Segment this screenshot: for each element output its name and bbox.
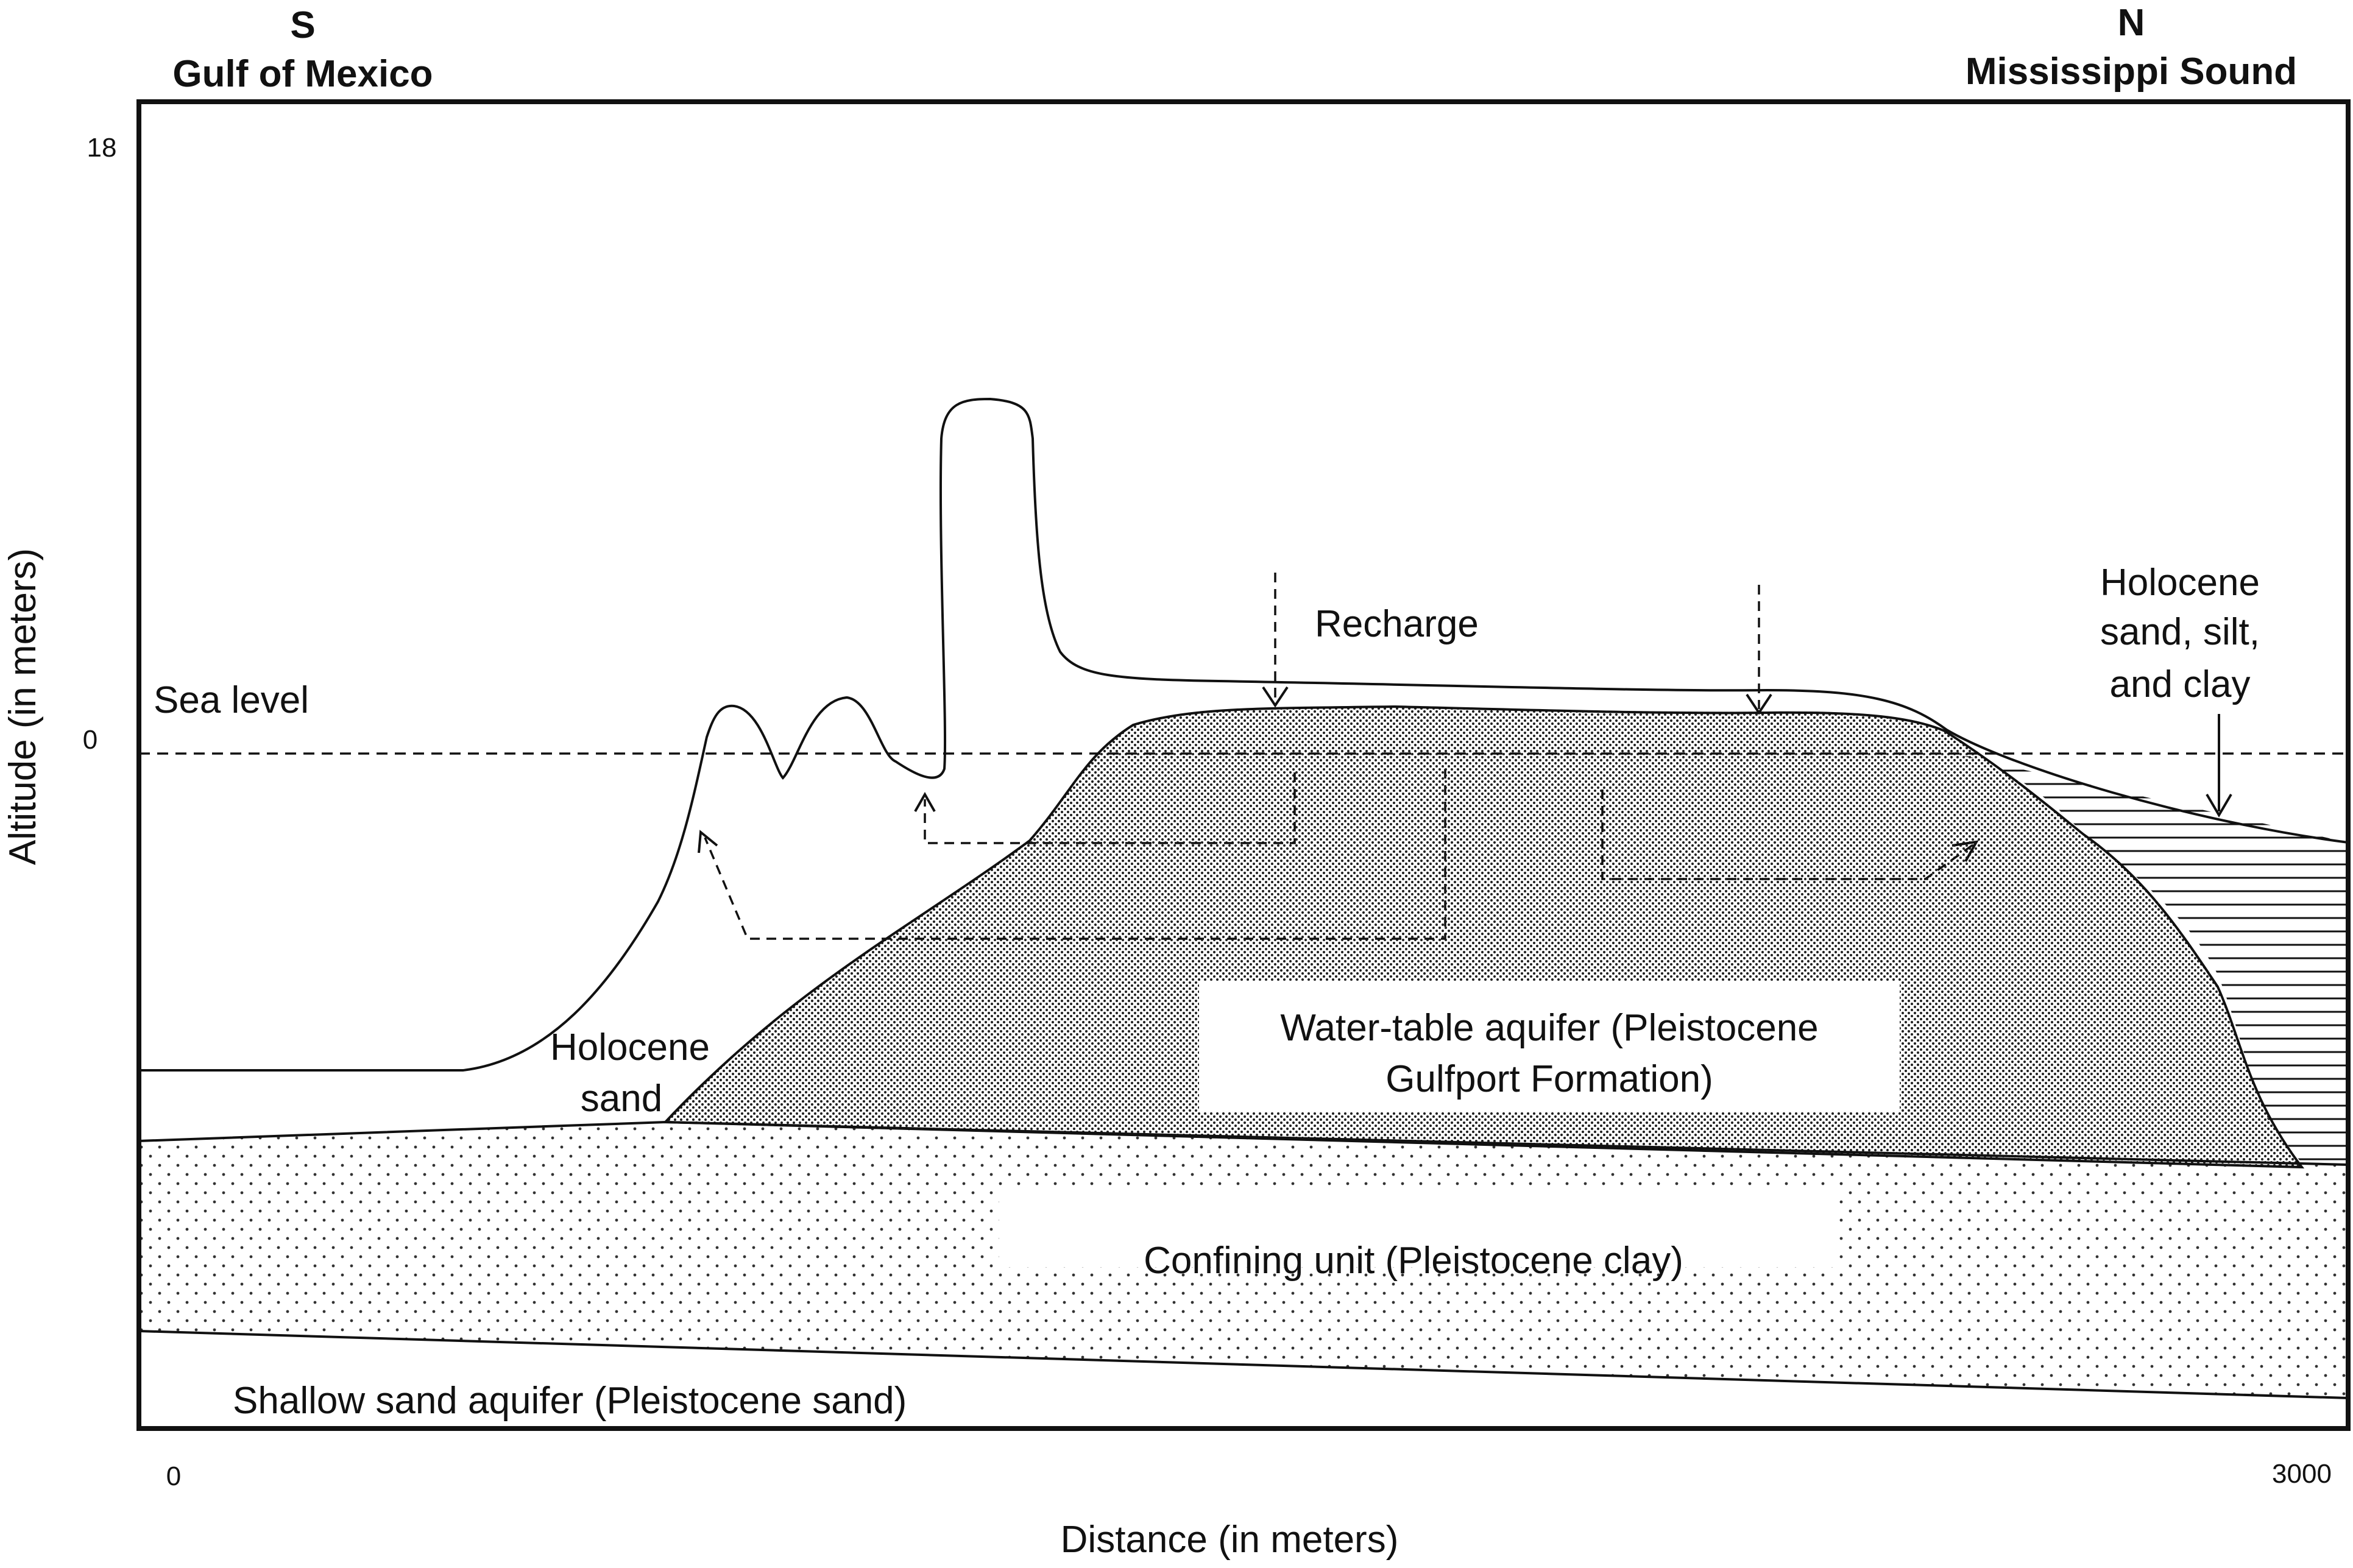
- recharge-arrow-1: [1262, 573, 1289, 708]
- water-table-aquifer-label-line1: Water-table aquifer (Pleistocene: [1280, 1007, 1818, 1049]
- y-axis-title: Altitude (in meters): [2, 548, 44, 865]
- flow-path-1: [914, 772, 1296, 844]
- holocene-silt-clay-label-line3: and clay: [2110, 663, 2251, 705]
- holocene-silt-clay-layer: [1933, 749, 2348, 1165]
- holocene-silt-clay-label-line2: sand, silt,: [2100, 611, 2260, 653]
- y-tick-zero: 0: [83, 725, 97, 755]
- flow-path-2: [698, 769, 1446, 940]
- water-table-label-box: [1199, 981, 1900, 1112]
- diagram-frame: [136, 99, 2351, 1431]
- x-tick-max: 3000: [2272, 1459, 2332, 1489]
- recharge-arrow-2: [1746, 585, 1772, 715]
- section-layers: [139, 397, 2348, 1399]
- x-tick-zero: 0: [166, 1461, 181, 1491]
- recharge-label: Recharge: [1315, 603, 1479, 645]
- confining-unit-base-line: [139, 1330, 2348, 1399]
- x-axis-title: Distance (in meters): [1061, 1519, 1399, 1561]
- y-tick-max: 18: [87, 133, 117, 163]
- land-surface-line: [139, 397, 2348, 1072]
- gulf-of-mexico-label: Gulf of Mexico: [172, 53, 433, 95]
- flow-path-3: [1601, 789, 1979, 880]
- holocene-sand-base-line: [139, 1120, 2348, 1166]
- holocene-sand-label-line1: Holocene: [550, 1026, 710, 1068]
- mississippi-sound-label: Mississippi Sound: [1966, 51, 2297, 93]
- holocene-silt-clay-pointer: [2206, 714, 2232, 818]
- south-direction-label: S: [290, 4, 315, 46]
- holocene-sand-label-line2: sand: [581, 1078, 662, 1120]
- holocene-silt-clay-label-line1: Holocene: [2100, 562, 2260, 604]
- north-direction-label: N: [2118, 2, 2145, 44]
- confining-unit-label: Confining unit (Pleistocene clay): [1144, 1240, 1683, 1282]
- confining-label-box: [999, 1188, 1834, 1267]
- shallow-sand-aquifer-label: Shallow sand aquifer (Pleistocene sand): [233, 1380, 907, 1422]
- sea-level-label: Sea level: [154, 679, 309, 721]
- water-table-aquifer-label-line2: Gulfport Formation): [1385, 1058, 1713, 1100]
